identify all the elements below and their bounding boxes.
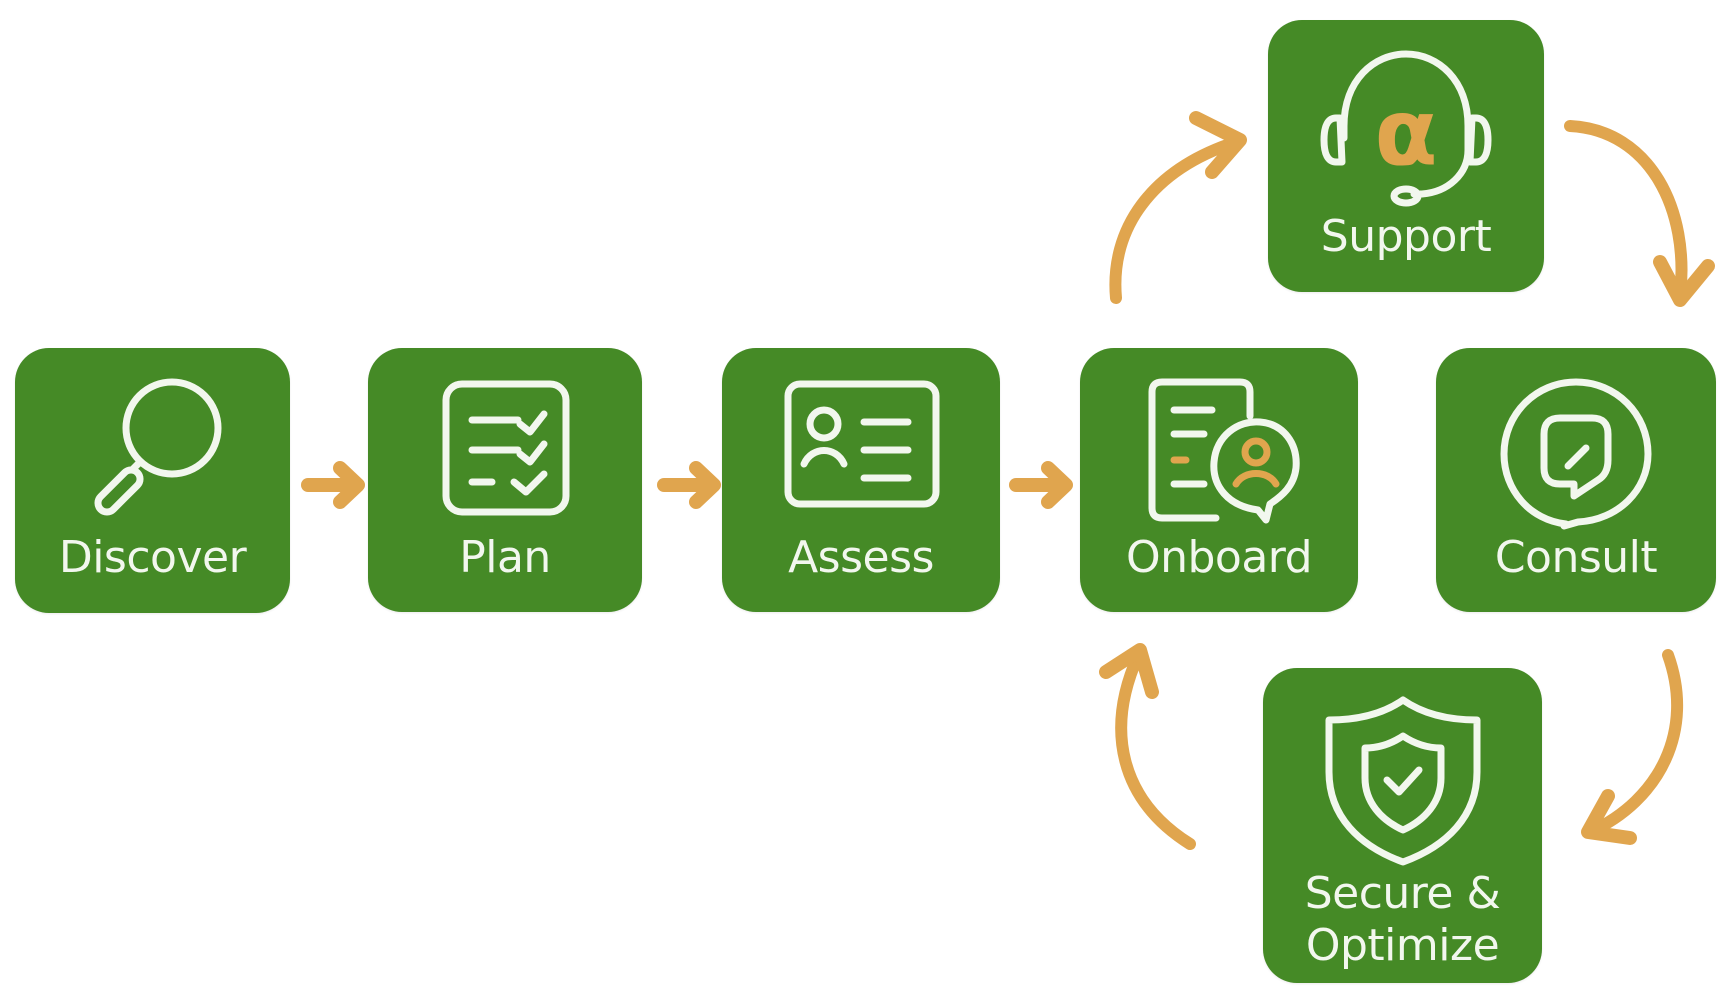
arrow-plan-to-assess — [657, 461, 721, 509]
headset-alpha-icon: α — [1320, 50, 1492, 207]
speech-bubble-icon — [1500, 378, 1652, 530]
node-label: Onboard — [1125, 532, 1313, 583]
node-plan[interactable]: Plan — [368, 348, 642, 612]
node-consult[interactable]: Consult — [1436, 348, 1716, 612]
id-card-icon — [784, 380, 940, 508]
magnifying-glass-icon — [94, 378, 222, 516]
arrow-discover-to-plan — [301, 461, 365, 509]
node-label: Consult — [1494, 532, 1658, 583]
node-assess[interactable]: Assess — [722, 348, 1000, 612]
arrow-assess-to-onboard — [1009, 461, 1073, 509]
node-label-line1: Secure & — [1304, 868, 1501, 919]
node-support[interactable]: α Support — [1268, 20, 1544, 292]
node-label: Assess — [788, 532, 934, 583]
node-label-line2: Optimize — [1305, 920, 1500, 971]
alpha-glyph: α — [1374, 79, 1437, 186]
node-onboard[interactable]: Onboard — [1080, 348, 1358, 612]
checklist-icon — [442, 380, 570, 516]
node-label: Discover — [58, 532, 247, 583]
node-discover[interactable]: Discover — [15, 348, 290, 613]
arrow-consult-to-secure — [1581, 649, 1684, 845]
node-secure-optimize[interactable]: Secure & Optimize — [1263, 668, 1542, 983]
shield-check-icon — [1325, 696, 1481, 866]
arrow-secure-to-onboard — [1099, 643, 1196, 850]
arrow-onboard-to-support — [1109, 111, 1247, 304]
node-label: Plan — [459, 532, 551, 583]
node-label: Support — [1320, 211, 1492, 262]
arrow-support-to-consult — [1564, 120, 1715, 307]
document-user-bubble-icon — [1148, 378, 1300, 524]
